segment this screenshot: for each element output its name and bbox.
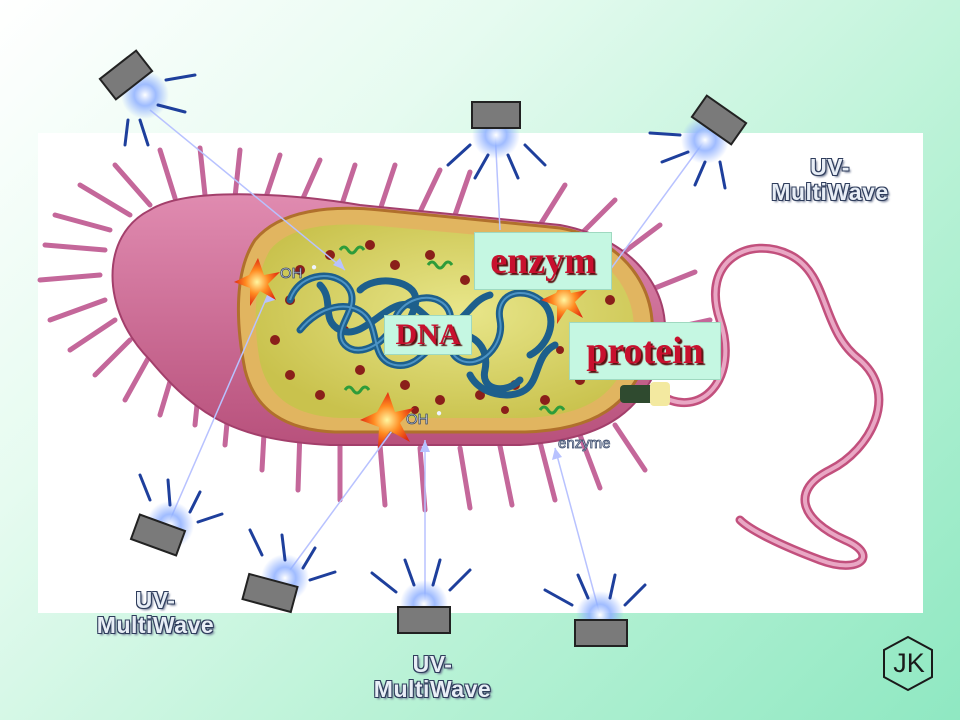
uv-label-bottom-left: UV- MultiWave: [78, 588, 233, 638]
oh-label-top: OH: [280, 265, 303, 282]
radical-burst-top: [234, 258, 280, 306]
protein-label-box: protein: [569, 322, 721, 380]
radical-burst-mid: [360, 392, 414, 448]
uv-lamp-top-center: [446, 101, 547, 180]
oh-radical-dot-top: ●: [311, 262, 317, 273]
oh-label-mid: OH: [406, 411, 429, 428]
oh-radical-dot-mid: ●: [436, 408, 442, 419]
uv-lamp-top-left: [98, 49, 197, 147]
enzyme-small-label: enzyme: [558, 435, 611, 452]
jk-logo-text: JK: [893, 648, 925, 678]
uv-lamp-bottom-mid-left: [241, 528, 337, 614]
uv-label-bottom-left-line1: UV-: [135, 587, 176, 613]
jk-logo-hexagon: [883, 635, 933, 692]
enzym-label-box: enzym: [474, 232, 612, 290]
uv-label-top-right-line1: UV-: [810, 154, 850, 180]
uv-rays: [149, 109, 706, 616]
uv-label-bottom-center: UV- MultiWave: [355, 652, 510, 702]
uv-label-bottom-center-line2: MultiWave: [373, 676, 492, 702]
uv-label-top-right: UV- MultiWave: [755, 155, 905, 205]
uv-label-top-right-line2: MultiWave: [771, 179, 889, 205]
radical-burst-enzyme: [541, 276, 587, 324]
enzym-label: enzym: [490, 240, 596, 282]
dna-label: DNA: [395, 318, 461, 351]
uv-lamp-bottom-center: [370, 558, 472, 634]
uv-label-bottom-center-line1: UV-: [412, 651, 453, 677]
uv-label-bottom-left-line2: MultiWave: [96, 612, 215, 638]
dna-label-box: DNA: [384, 315, 472, 355]
uv-lamp-top-right: [648, 94, 748, 190]
uv-lamp-bottom-left: [129, 473, 224, 557]
protein-label: protein: [586, 330, 704, 372]
basal-cap: [650, 382, 670, 406]
uv-lamp-bottom-right: [543, 573, 647, 647]
